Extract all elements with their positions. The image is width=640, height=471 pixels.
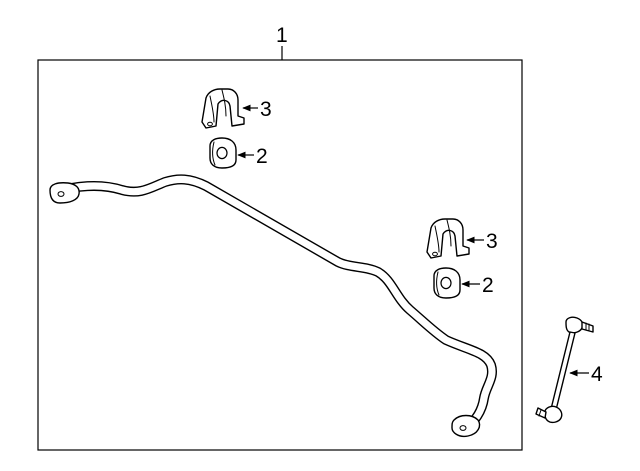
callout-4: 4 [591, 363, 603, 386]
callout-2-upper: 2 [256, 145, 268, 168]
callout-3-lower: 3 [486, 230, 498, 253]
stabilizer-link-icon [535, 316, 594, 424]
bushing-icon [433, 267, 461, 299]
callout-2-lower: 2 [482, 274, 494, 297]
bushing-icon [209, 137, 237, 169]
bushing-bracket-icon [426, 218, 470, 259]
callout-3-upper: 3 [260, 98, 272, 121]
bushing-bracket-icon [201, 88, 245, 129]
callout-1: 1 [276, 24, 288, 47]
assembly-frame [37, 59, 523, 451]
stabilizer-bar-icon [49, 174, 497, 438]
